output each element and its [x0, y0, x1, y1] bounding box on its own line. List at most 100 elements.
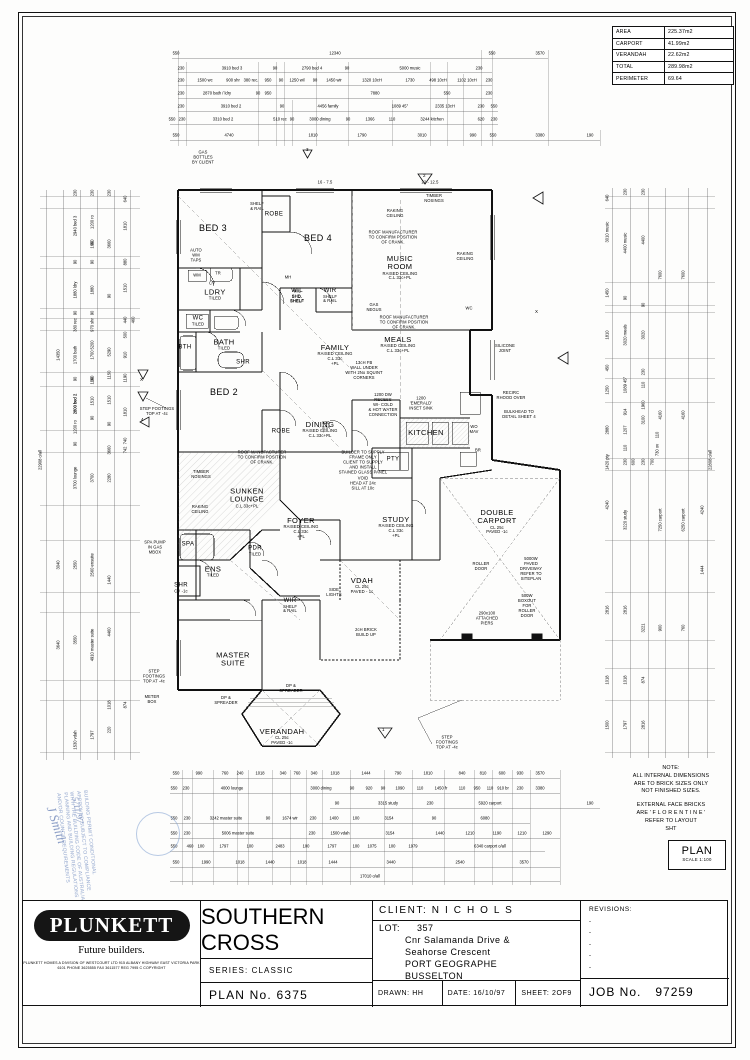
dimension-text: 600: [630, 458, 636, 466]
dimension-text: 230: [182, 785, 190, 791]
plan-annotation: MH: [284, 274, 292, 280]
dimension-text: 90: [72, 310, 78, 316]
room-name: BATH: [213, 337, 235, 347]
room-name: STUDY: [382, 514, 410, 524]
plan-annotation: 290x100 ATTACHED PIERS: [475, 610, 499, 626]
dimension-text: 2483: [275, 843, 285, 849]
note-heading: NOTE:: [662, 765, 680, 771]
dimension-text: 1510: [89, 396, 95, 406]
revisions-cell: REVISIONS: ----- JOB No. 97259: [581, 901, 729, 1007]
dimension-text: 230: [640, 458, 646, 466]
dimension-text: 230: [622, 188, 628, 196]
dimension-text: 1250: [604, 385, 610, 395]
dimension-text: 90: [72, 259, 78, 265]
general-note-block: NOTE: ALL INTERNAL DIMENSIONS ARE TO BRI…: [600, 765, 742, 834]
room-ceiling-note: SHELF & RAIL: [323, 293, 337, 304]
section-mark-2: 2: [423, 173, 426, 178]
lot-number: 357: [417, 923, 434, 933]
dimension-text: 1700: [89, 350, 95, 360]
plan-annotation: ROOF MANUFACTURER TO CONFIRM POSITION OF…: [379, 314, 429, 330]
dimension-text: 380 rec.: [243, 77, 259, 83]
dimension-text: 3660: [106, 239, 112, 249]
dimension-text: 4000 lounge: [220, 785, 244, 791]
dimension-text: 3040: [55, 560, 61, 570]
dimension-text: 2816: [604, 605, 610, 615]
dimension-text: 110: [622, 444, 628, 452]
dimension-text: 230: [106, 189, 112, 197]
plan-annotation: 16 - 7.5: [317, 179, 333, 185]
dimension-text: 1730: [405, 77, 415, 83]
dimension-text: 230: [177, 65, 185, 71]
dimension-text: 4460: [106, 627, 112, 637]
room-label-bed4: BED 4: [304, 233, 332, 243]
dimension-text: 1150: [106, 370, 112, 380]
dimension-text: 2816: [640, 720, 646, 730]
dimension-text: 550: [170, 785, 178, 791]
dimension-text: 5006 master suite: [221, 830, 255, 836]
plan-annotation: DP & SPREADER: [279, 682, 303, 693]
room-name: VERANDAH: [259, 727, 305, 737]
dimension-text: 3154: [384, 815, 394, 821]
dimension-text: 1366: [365, 116, 375, 122]
room-name: VDAH: [350, 576, 374, 586]
plan-annotation: STEP FOOTINGS TOP AT -4c: [142, 668, 166, 684]
room-ceiling-note: TILED: [191, 321, 205, 327]
dimension-text: 3310 bed 2: [212, 116, 234, 122]
plan-annotation: WIL SHD. SHELF: [290, 288, 304, 304]
dimension-text: 110: [654, 431, 660, 439]
lot-label: LOT:: [379, 923, 401, 933]
dimension-text: 950: [473, 785, 481, 791]
dimension-text: 1979: [408, 843, 418, 849]
dimension-text: 1210: [465, 830, 475, 836]
dimension-text: 1200 ro: [72, 420, 78, 434]
plan-annotation: WO MAV: [469, 423, 479, 434]
dimension-text: 90: [345, 116, 351, 122]
section-mark-4: 4: [141, 417, 144, 422]
dimension-text: 742: [122, 446, 128, 454]
dimension-text: 498 10cH: [429, 77, 447, 83]
dimension-text: 90: [255, 90, 261, 96]
room-ceiling-note: CL 25c PAVED - 1c: [350, 584, 374, 595]
dimension-text: 1320 10cH: [362, 77, 382, 83]
dimension-text: 1090: [395, 785, 405, 791]
dimension-text: 1510: [122, 283, 128, 293]
dimension-text: 550: [488, 50, 496, 56]
room-ceiling-note: RAISED CEILING C.L 33c+PL: [380, 343, 416, 354]
plan-annotation: SIDE LIGHTS: [326, 586, 342, 597]
dimension-text: 230: [177, 90, 185, 96]
dimension-text: 3910 bed 2: [220, 103, 242, 109]
room-name: LDRY: [204, 287, 226, 297]
room-label-spa: SPA: [182, 542, 195, 549]
revision-entry: -: [589, 941, 592, 948]
dimension-text: 550: [490, 103, 498, 109]
room-ceiling-note: TILED: [206, 572, 220, 578]
dimension-text: 2800 bed 2: [72, 393, 78, 415]
dimension-text: 100: [197, 843, 205, 849]
plan-annotation: 5000W PAVED DRIVEWAY REFER TO SITEPLAN: [519, 556, 543, 582]
dimension-text: 1674 wir: [282, 815, 298, 821]
dimension-text: 90: [344, 65, 350, 71]
dimension-text: 7600: [680, 270, 686, 280]
dimension-text: 1018: [106, 700, 112, 710]
section-mark-1: 1: [382, 727, 385, 732]
dimension-text: 6080: [480, 815, 490, 821]
room-name: PDR: [248, 545, 262, 552]
dimension-text: 1450 wir: [326, 77, 342, 83]
room-name: FAMILY: [320, 342, 350, 352]
dimension-text: 1444: [699, 565, 705, 575]
dimension-text: 3910 bed 3: [221, 65, 243, 71]
dimension-text: 910 br: [497, 785, 509, 791]
dimension-text: 1810: [308, 132, 318, 138]
dimension-text: 100: [352, 843, 360, 849]
dimension-text: 100: [246, 843, 254, 849]
dimension-text: 740: [122, 437, 128, 445]
dimension-text: 7250 carport: [657, 508, 663, 532]
note-line-3: NOT FINISHED SIZES.: [641, 788, 701, 795]
dimension-text: 1880 ldry: [72, 281, 78, 299]
dimension-text: 4160: [657, 410, 663, 420]
room-label-robe_bed4: ROBE: [265, 212, 284, 219]
dimension-text: 1450: [604, 288, 610, 298]
room-name: ROBE: [264, 211, 284, 218]
